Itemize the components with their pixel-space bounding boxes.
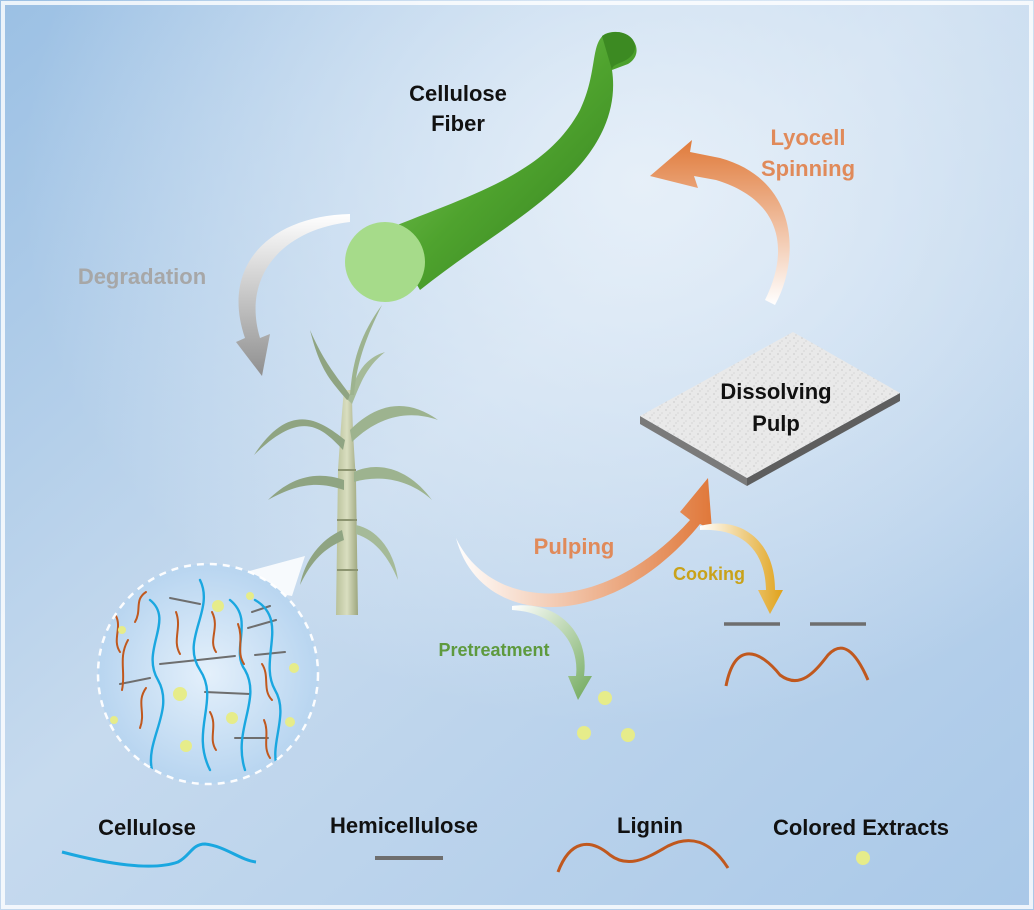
pretreatment-label: Pretreatment: [438, 640, 549, 660]
degradation-label: Degradation: [78, 264, 206, 289]
fiber-label-line2: Fiber: [431, 111, 485, 136]
spinning-label-line1: Lyocell: [771, 125, 846, 150]
legend-label-colored-extracts: Colored Extracts: [773, 815, 949, 840]
degradation-arrow: [236, 214, 350, 376]
cooking-products: [724, 622, 870, 687]
cooking-label: Cooking: [673, 564, 745, 584]
dissolving-pulp-sheet: [640, 332, 900, 486]
pulp-label-line2: Pulp: [752, 411, 800, 436]
legend-swatch-cellulose: [61, 842, 257, 868]
legend-label-cellulose: Cellulose: [98, 815, 196, 840]
pulp-label-line1: Dissolving: [720, 379, 831, 404]
legend: Cellulose Hemicellulose Lignin Colored E…: [61, 813, 949, 873]
pretreatment-arrow: [512, 605, 592, 700]
spinning-label-line2: Spinning: [761, 156, 855, 181]
plant-illustration: [254, 305, 438, 615]
cooking-arrow: [700, 523, 783, 614]
legend-label-hemicellulose: Hemicellulose: [330, 813, 478, 838]
legend-swatch-colored-extracts: [856, 851, 870, 865]
lyocell-spinning-arrow: [650, 140, 790, 305]
cellulose-fiber-illustration: [345, 31, 637, 302]
legend-swatch-lignin: [556, 839, 730, 873]
pulping-label: Pulping: [534, 534, 615, 559]
legend-label-lignin: Lignin: [617, 813, 683, 838]
microstructure-zoom-circle: [96, 562, 320, 786]
pretreatment-products: [577, 691, 635, 742]
fiber-label-line1: Cellulose: [409, 81, 507, 106]
